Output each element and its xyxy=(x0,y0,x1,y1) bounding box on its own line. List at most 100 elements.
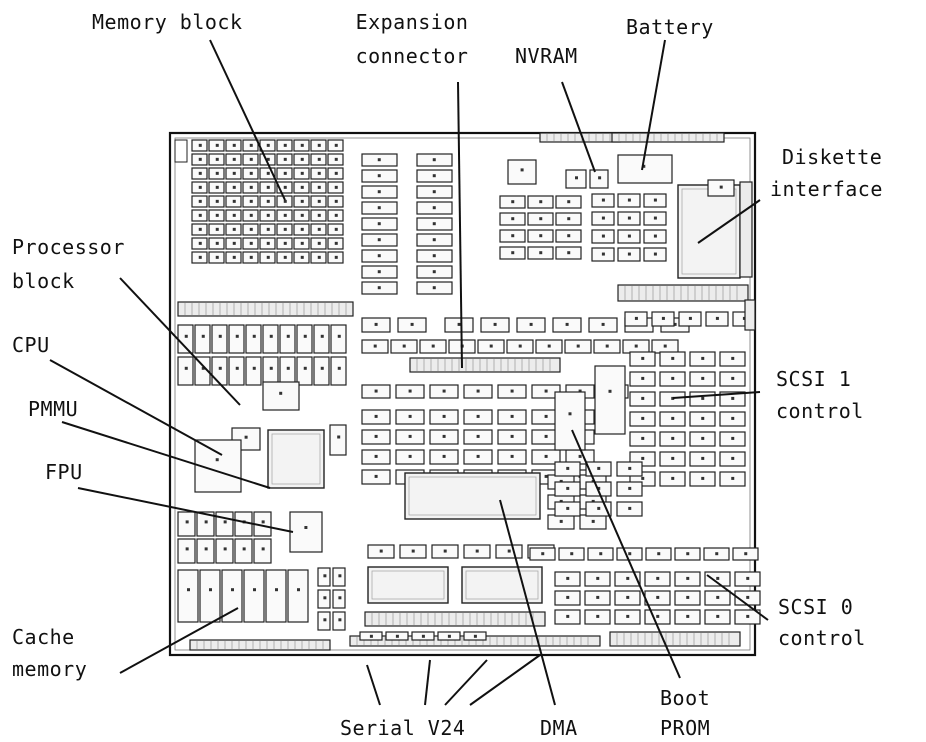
memory-chip xyxy=(260,252,275,263)
leader-line xyxy=(425,660,430,705)
scsi-chip xyxy=(720,432,745,446)
memory-chip xyxy=(311,224,326,235)
scsi-chip xyxy=(615,591,640,605)
logic-chip xyxy=(588,548,613,560)
logic-chip xyxy=(464,410,492,424)
scsi-chip xyxy=(585,610,610,624)
memory-chip xyxy=(209,238,224,249)
memory-chip xyxy=(260,196,275,207)
logic-chip xyxy=(646,548,671,560)
processor-chip xyxy=(331,357,346,385)
memory-chip xyxy=(328,168,343,179)
memory-chip xyxy=(209,154,224,165)
memory-chip xyxy=(226,210,241,221)
processor-chip xyxy=(246,357,261,385)
memory-chip xyxy=(362,170,397,182)
memory-chip xyxy=(311,168,326,179)
bus-connector xyxy=(178,302,353,316)
memory-chip xyxy=(226,154,241,165)
processor-chip xyxy=(314,325,329,353)
label-expansion-connector-2: connector xyxy=(337,44,487,68)
memory-chip xyxy=(277,154,292,165)
memory-chip xyxy=(192,210,207,221)
memory-chip xyxy=(226,252,241,263)
memory-chip xyxy=(260,224,275,235)
memory-chip xyxy=(294,238,309,249)
label-dma: DMA xyxy=(540,716,578,740)
memory-chip xyxy=(328,252,343,263)
logic-chip xyxy=(617,548,642,560)
memory-chip xyxy=(417,266,452,278)
logic-chip xyxy=(318,612,330,630)
logic-chip xyxy=(430,385,458,398)
logic-chip xyxy=(556,196,581,208)
label-diskette-2: interface xyxy=(770,177,883,201)
memory-chip xyxy=(209,196,224,207)
logic-chip xyxy=(589,318,617,332)
label-fpu: FPU xyxy=(45,460,83,484)
cache-chip xyxy=(288,570,308,622)
fpu-chip xyxy=(290,512,322,552)
memory-chip xyxy=(311,196,326,207)
logic-chip xyxy=(400,545,426,558)
logic-chip xyxy=(555,462,580,476)
memory-chip xyxy=(209,182,224,193)
logic-chip xyxy=(528,196,553,208)
scsi-chip xyxy=(735,572,760,586)
logic-chip xyxy=(496,545,522,558)
label-processor-1: Processor xyxy=(12,235,125,259)
scsi-chip xyxy=(720,472,745,486)
side-connector xyxy=(745,300,755,330)
processor-chip xyxy=(263,325,278,353)
edge-connector xyxy=(190,640,330,650)
scsi-chip xyxy=(630,432,655,446)
memory-chip xyxy=(243,238,258,249)
processor-chip xyxy=(246,325,261,353)
scsi-chip xyxy=(645,591,670,605)
processor-chip xyxy=(254,539,271,563)
label-nvram: NVRAM xyxy=(515,44,578,68)
logic-chip xyxy=(498,410,526,424)
logic-chip xyxy=(500,213,525,225)
memory-chip xyxy=(192,182,207,193)
label-diskette-1: Diskette xyxy=(782,145,882,169)
scsi-chip xyxy=(585,572,610,586)
scsi-chip xyxy=(690,452,715,466)
scsi-chip xyxy=(690,372,715,386)
scsi-chip xyxy=(630,352,655,366)
memory-chip xyxy=(192,238,207,249)
logic-chip xyxy=(464,385,492,398)
circuit-board xyxy=(170,133,760,655)
memory-chip xyxy=(277,224,292,235)
logic-chip xyxy=(559,548,584,560)
cache-chip xyxy=(200,570,220,622)
memory-chip xyxy=(260,210,275,221)
logic-chip xyxy=(528,213,553,225)
memory-chip xyxy=(277,210,292,221)
processor-chip xyxy=(178,512,195,536)
dma-controller xyxy=(405,473,540,519)
logic-chip xyxy=(396,430,424,444)
logic-chip xyxy=(706,312,728,326)
logic-chip xyxy=(464,450,492,464)
logic-chip xyxy=(652,312,674,326)
processor-chip xyxy=(178,325,193,353)
logic-chip xyxy=(555,502,580,516)
connector-pad xyxy=(386,632,408,640)
label-scsi0-2: control xyxy=(778,626,866,650)
logic-chip xyxy=(362,318,390,332)
logic-chip xyxy=(464,545,490,558)
logic-chip xyxy=(618,212,640,225)
scsi-chip xyxy=(675,591,700,605)
leader-line xyxy=(470,655,540,705)
logic-chip xyxy=(618,194,640,207)
scsi-chip xyxy=(720,412,745,426)
logic-chip xyxy=(592,194,614,207)
memory-chip xyxy=(277,238,292,249)
memory-chip xyxy=(260,182,275,193)
scsi-chip xyxy=(630,412,655,426)
scsi-chip xyxy=(585,591,610,605)
label-processor-2: block xyxy=(12,269,75,293)
processor-chip xyxy=(197,539,214,563)
memory-chip xyxy=(209,252,224,263)
